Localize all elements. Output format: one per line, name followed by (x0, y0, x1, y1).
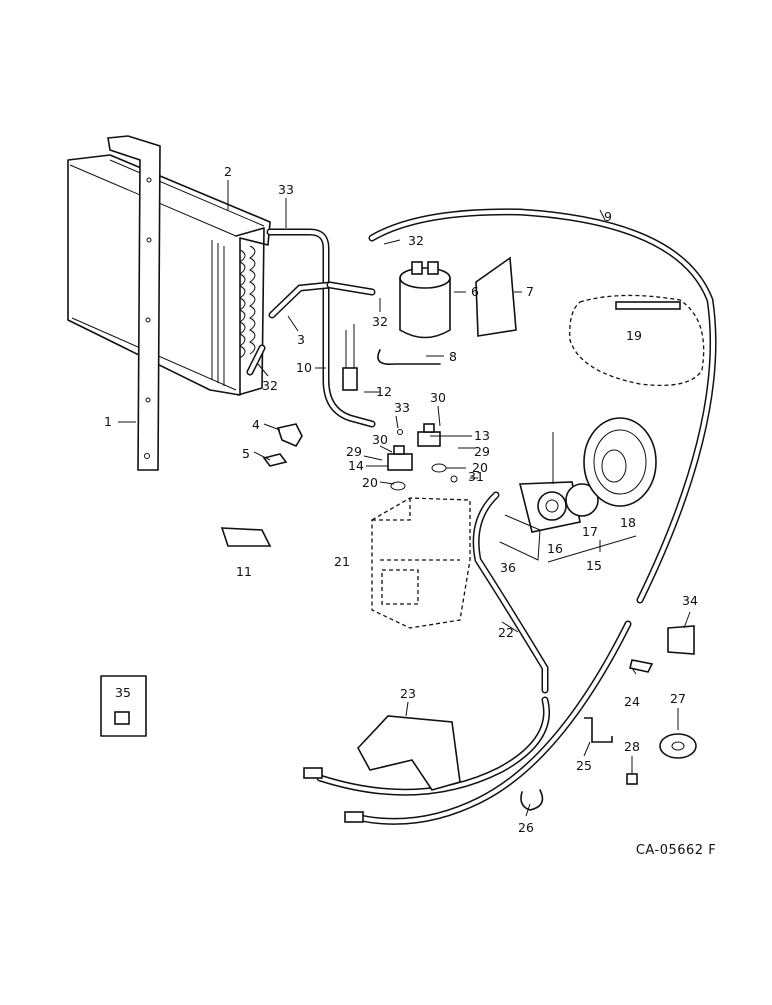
callout-10: 10 (296, 360, 312, 375)
callout-11: 11 (236, 564, 252, 579)
callout-18: 18 (620, 515, 636, 530)
hose-assembly (344, 208, 717, 825)
compressor-bracket (357, 715, 461, 791)
clamp-34 (667, 625, 695, 655)
callout-32c: 32 (262, 378, 278, 393)
callout-4: 4 (252, 417, 260, 432)
callout-2: 2 (224, 164, 232, 179)
callout-32a: 32 (408, 233, 424, 248)
callout-30b: 30 (372, 432, 388, 447)
callout-16: 16 (547, 541, 563, 556)
bracket-25 (584, 717, 613, 743)
callout-21: 21 (334, 554, 350, 569)
callout-33a: 33 (278, 182, 294, 197)
callout-5: 5 (242, 446, 250, 461)
bracket (475, 256, 517, 337)
snap-ring-26 (520, 789, 544, 811)
condenser-lines (246, 228, 376, 428)
clip-24 (629, 659, 654, 673)
callout-20b: 20 (362, 475, 378, 490)
mount-bracket (220, 527, 272, 547)
callout-27: 27 (670, 691, 686, 706)
callout-14: 14 (348, 458, 364, 473)
callout-23: 23 (400, 686, 416, 701)
callout-20a: 20 (472, 460, 488, 475)
pressure-switch (342, 324, 358, 391)
fitting-box (100, 675, 147, 737)
callout-33b: 33 (394, 400, 410, 415)
callout-22: 22 (498, 625, 514, 640)
callout-13: 13 (474, 428, 490, 443)
callout-25: 25 (576, 758, 592, 773)
callout-19: 19 (626, 328, 642, 343)
mounting-bar (107, 135, 161, 471)
callout-labels: 1 2 3 3 4 5 6 7 8 9 10 11 12 13 14 15 16… (104, 164, 698, 835)
compressor (371, 497, 471, 629)
callout-32b: 32 (372, 314, 388, 329)
callout-29a: 29 (474, 444, 490, 459)
spacer-27 (659, 733, 697, 759)
bolt-28 (626, 773, 638, 785)
callout-3: 3 (297, 332, 305, 347)
clutch-assembly (499, 417, 657, 561)
callout-15: 15 (586, 558, 602, 573)
callout-31: 31 (468, 469, 484, 484)
callout-30a: 30 (430, 390, 446, 405)
callout-26: 26 (518, 820, 534, 835)
callout-6: 6 (471, 284, 479, 299)
callout-12: 12 (376, 384, 392, 399)
clamp (262, 453, 288, 467)
panel-outline (569, 294, 705, 387)
callout-36: 36 (500, 560, 516, 575)
callout-35: 35 (115, 685, 131, 700)
discharge-hose (303, 491, 550, 796)
callout-34: 34 (682, 593, 698, 608)
leader-lines (118, 180, 691, 817)
callout-17: 17 (582, 524, 598, 539)
drawing-code: CA-05662 F (636, 843, 716, 858)
callout-9: 9 (604, 209, 612, 224)
callout-28: 28 (624, 739, 640, 754)
callout-29b: 29 (346, 444, 362, 459)
callout-24: 24 (624, 694, 640, 709)
receiver-drier (399, 261, 451, 339)
callout-1: 1 (104, 414, 112, 429)
clip (276, 423, 303, 448)
callout-8: 8 (449, 349, 457, 364)
tee-fitting (387, 423, 458, 491)
condenser (67, 154, 271, 396)
callout-7: 7 (526, 284, 534, 299)
switch-lead (377, 349, 441, 366)
